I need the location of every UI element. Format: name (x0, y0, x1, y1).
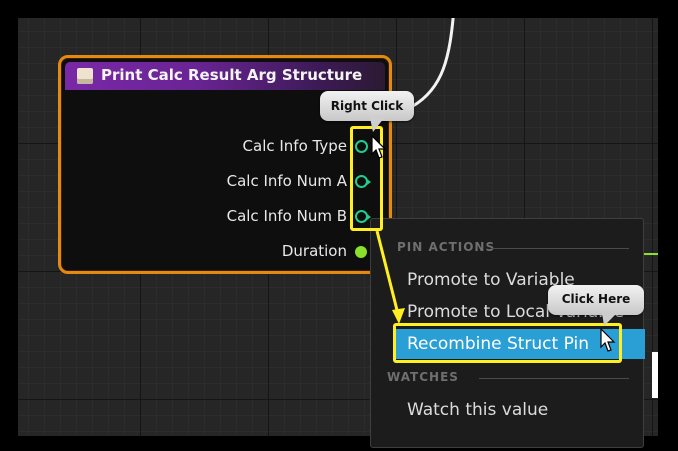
click-here-bubble: Click Here (548, 285, 644, 315)
pin-label-calc-info-type: Calc Info Type (242, 137, 347, 155)
section-watches: WATCHES (387, 370, 459, 384)
right-click-bubble-tail (370, 118, 384, 132)
float-pin-duration[interactable] (355, 246, 367, 258)
struct-pin-calc-info-type[interactable] (355, 140, 368, 153)
panel-edge (652, 352, 658, 398)
struct-pin-calc-info-num-a[interactable] (355, 175, 371, 188)
highlight-recombine-item (393, 323, 622, 363)
click-here-label: Click Here (561, 292, 631, 306)
pin-label-calc-info-num-a: Calc Info Num A (226, 172, 347, 190)
section-divider (491, 248, 629, 249)
pin-label-duration: Duration (281, 242, 347, 260)
pin-label-calc-info-num-b: Calc Info Num B (226, 207, 347, 225)
mouse-cursor-icon (600, 328, 616, 352)
context-menu: PIN ACTIONS Promote to Variable Promote … (370, 218, 645, 448)
section-pin-actions: PIN ACTIONS (397, 240, 496, 254)
click-here-bubble-tail (602, 312, 618, 326)
section-divider (479, 378, 629, 379)
node-header[interactable]: Print Calc Result Arg Structure (65, 62, 385, 90)
mouse-cursor-icon (371, 135, 387, 159)
menu-item-promote-to-variable[interactable]: Promote to Variable (407, 270, 575, 290)
function-icon (77, 68, 93, 84)
highlight-struct-pins (350, 126, 383, 231)
right-click-label: Right Click (330, 99, 404, 113)
struct-pin-calc-info-num-b[interactable] (355, 210, 371, 223)
right-click-bubble: Right Click (320, 91, 414, 121)
menu-item-watch-this-value[interactable]: Watch this value (407, 400, 549, 420)
node-title: Print Calc Result Arg Structure (101, 66, 363, 84)
